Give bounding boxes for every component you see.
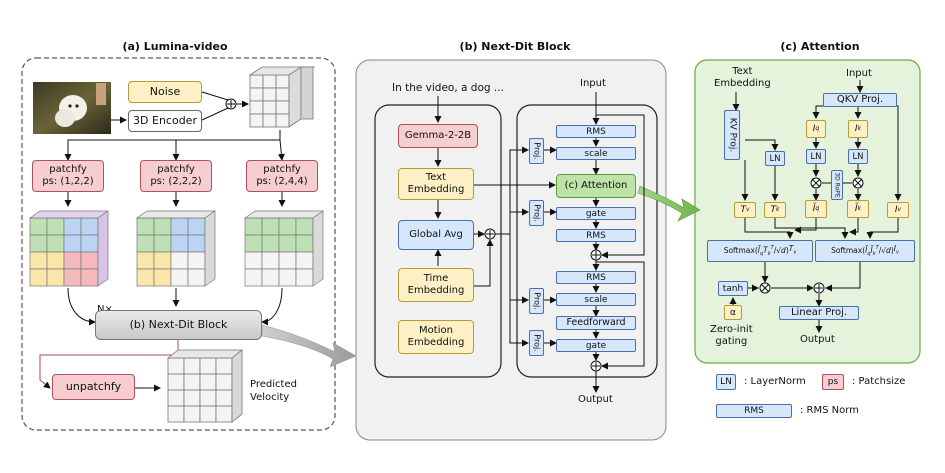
gemma-box: Gemma-2-2B [398,124,478,148]
panel-b-title: (b) Next-Dit Block [459,40,571,53]
rope-box: 3D RoPE [831,170,843,200]
proj-label: Proj. [532,292,542,310]
patchify-label: patchfy [49,164,87,175]
patchify-box-2: patchfy ps: (2,2,2) [140,160,212,192]
linear-proj-box: Linear Proj. [779,306,859,320]
next-dit-block-box: (b) Next-Dit Block [95,310,262,340]
alpha-box: α [724,305,742,320]
kv-proj-box: KV Proj. [724,110,740,160]
proj-box-3: Proj. [529,288,544,314]
encoder-box: 3D Encoder [128,110,202,132]
rms-norm-2: RMS [556,229,636,242]
proj-box-2: Proj. [529,200,544,226]
legend-rms-text: : RMS Norm [800,405,859,416]
proj-label: Proj. [532,204,542,222]
time-embedding-box: Time Embedding [398,268,474,302]
motion-embedding-box: Motion Embedding [398,320,474,354]
ln-box-q: LN [806,149,826,164]
patchsize-label: ps: (2,2,2) [150,176,202,187]
patchify-box-1: patchfy ps: (1,2,2) [32,160,104,192]
prompt-text: In the video, a dog ... [392,82,504,94]
proj-label: Proj. [532,334,542,352]
unpatchify-box: unpatchfy [52,374,135,400]
legend-ln-text: : LayerNorm [744,376,806,387]
legend-rms-box: RMS [716,404,792,418]
rms-norm-1: RMS [556,125,636,138]
block-input-label: Input [580,78,606,89]
patchify-label: patchfy [263,164,301,175]
ln-box-k: LN [848,149,868,164]
scale-1: scale [556,147,636,160]
softmax-text-box: Softmax(ĨqTkT/√d)Tv [707,240,813,262]
attn-input-label: Input [846,68,872,79]
proj-box-4: Proj. [529,330,544,356]
zero-init-gating-label: Zero-init gating [710,324,753,347]
patchify-label: patchfy [157,164,195,175]
noise-box: Noise [128,81,202,103]
patchify-box-3: patchfy ps: (2,4,4) [246,160,318,192]
tanh-box: tanh [718,281,748,296]
patchsize-label: ps: (2,4,4) [256,176,308,187]
repeat-label: N× [97,304,113,315]
block-output-label: Output [578,394,613,405]
gate-2: gate [556,339,636,352]
attn-output-label: Output [800,334,835,345]
latent-cube [248,66,316,128]
proj-label: Proj. [532,142,542,160]
rope-label: 3D RoPE [834,172,842,198]
gate-1: gate [556,207,636,220]
qkv-proj-box: QKV Proj. [823,93,897,107]
attention-box: (c) Attention [556,174,636,198]
predicted-velocity-label: Predicted Velocity [250,379,297,403]
legend-ps-text: : Patchsize [852,376,906,387]
legend-ln-box: LN [716,374,736,390]
patchsize-label: ps: (1,2,2) [42,176,94,187]
ln-box-kv: LN [765,151,785,166]
panel-a-title: (a) Lumina-video [122,40,228,53]
softmax-image-box: Softmax(ĨqĨkT/√d)Iv [815,240,915,262]
panel-c-title: (c) Attention [780,40,860,53]
kv-proj-label: KV Proj. [727,117,737,153]
feedforward-box: Feedforward [556,316,636,330]
proj-box-1: Proj. [529,138,544,164]
attn-text-embedding-label: Text Embedding [714,66,771,89]
global-avg-box: Global Avg [398,220,474,250]
scale-2: scale [556,293,636,306]
text-embedding-box: Text Embedding [398,168,474,200]
rms-norm-3: RMS [556,271,636,284]
legend-ps-box: ps [822,374,844,390]
